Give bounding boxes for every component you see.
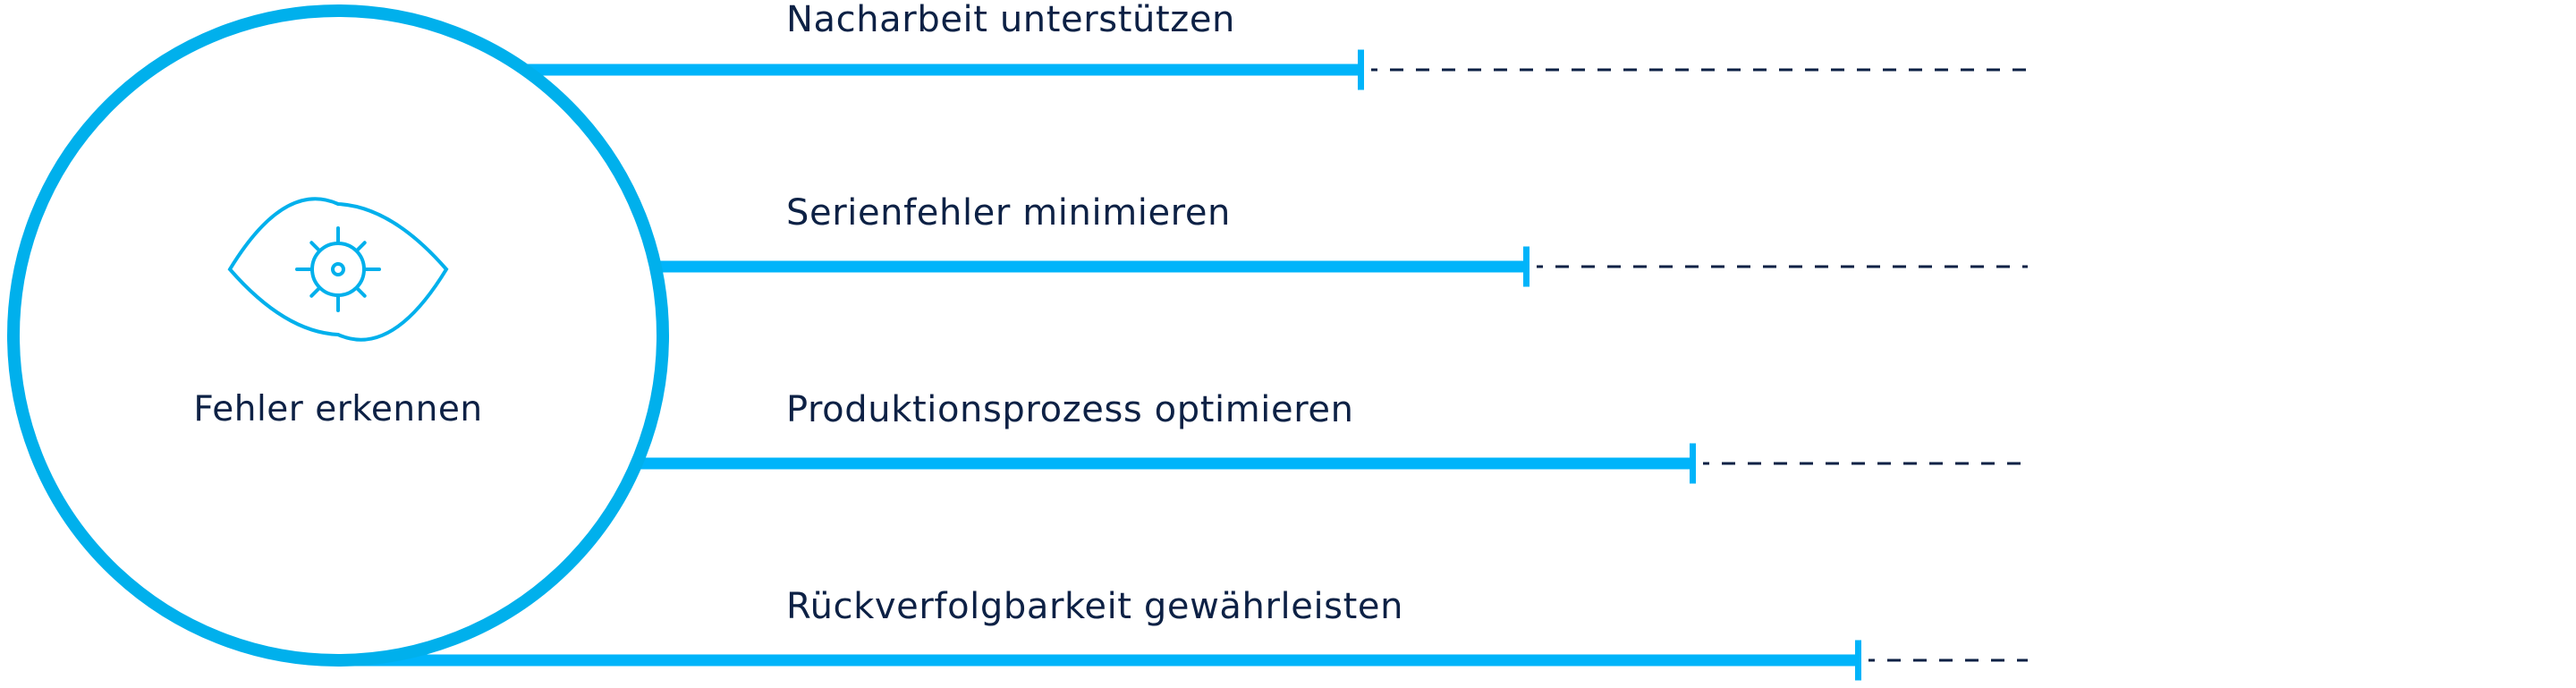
eye-pupil xyxy=(331,262,345,276)
branch-bar xyxy=(336,654,1858,667)
gear-ray xyxy=(309,241,321,252)
branch-end-tick xyxy=(1690,443,1696,484)
branch-1 xyxy=(653,246,2028,287)
branch-3 xyxy=(336,640,2028,681)
branch-end-tick xyxy=(1855,640,1861,681)
branch-lines xyxy=(336,49,2028,681)
branch-label-rueckverfolgbarkeit: Rückverfolgbarkeit gewährleisten xyxy=(786,586,1404,627)
gear-ray xyxy=(355,286,367,298)
gear-ray xyxy=(355,241,367,252)
branch-end-tick xyxy=(1523,246,1530,287)
hub-label: Fehler erkennen xyxy=(193,389,483,429)
branch-bar xyxy=(634,457,1693,470)
branch-end-tick xyxy=(1358,49,1364,90)
hub-circle xyxy=(7,4,669,667)
branch-bar xyxy=(653,260,1526,273)
eye-outline xyxy=(227,197,449,342)
branch-2 xyxy=(634,443,2028,484)
branch-bar xyxy=(522,64,1360,76)
branch-label-nacharbeit: Nacharbeit unterstützen xyxy=(786,0,1236,40)
gear-ray xyxy=(309,286,321,298)
branch-0 xyxy=(522,49,2028,90)
branch-label-serienfehler: Serienfehler minimieren xyxy=(786,192,1232,234)
branch-label-produktionsprozess: Produktionsprozess optimieren xyxy=(786,389,1354,430)
eye-with-gear-icon xyxy=(227,197,449,342)
